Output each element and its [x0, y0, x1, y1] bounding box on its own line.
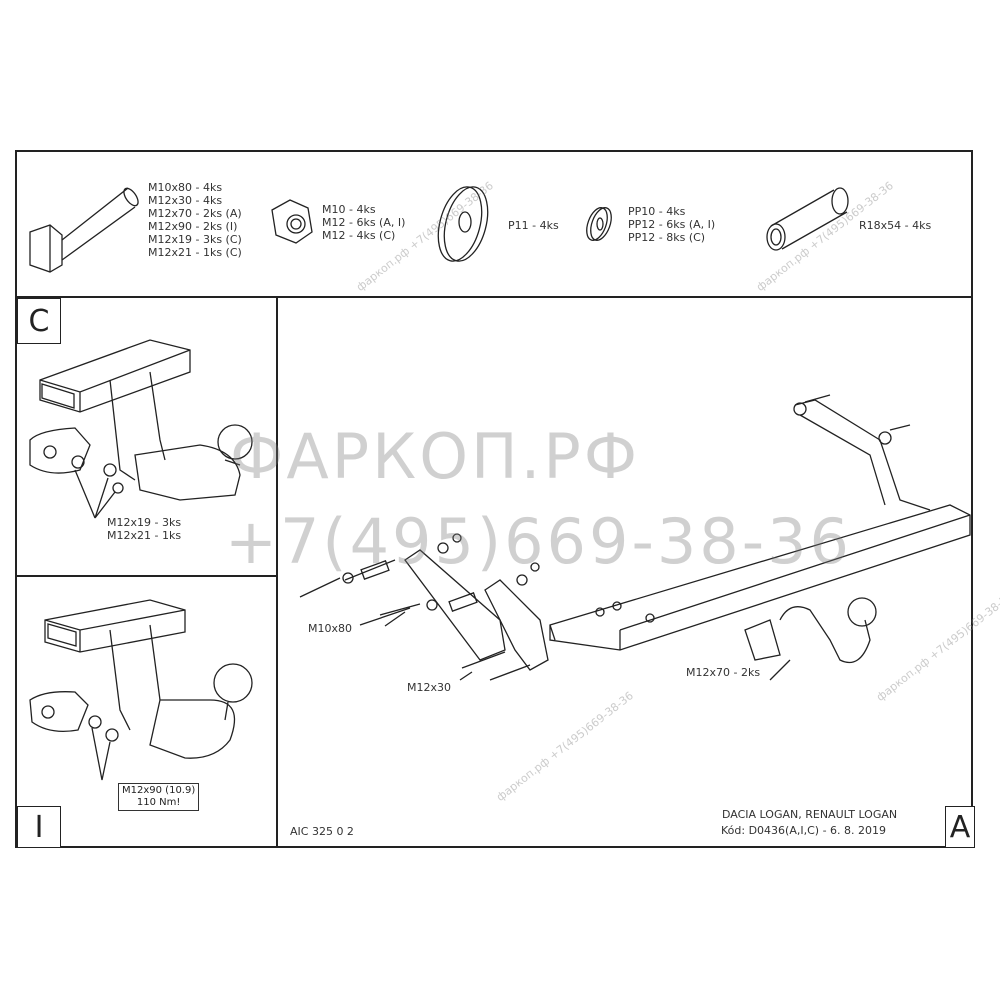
nut-item: M10 - 4ks	[322, 203, 376, 216]
nut-item: M12 - 4ks (C)	[322, 229, 396, 242]
washer-item: PP12 - 6ks (A, I)	[628, 218, 716, 231]
left-column-divider	[276, 296, 278, 848]
note-bolt: M12x90 (10.9)	[122, 785, 196, 796]
drawing-number: AIC 325 0 2	[290, 825, 354, 838]
view-c-label: C	[17, 298, 61, 344]
callout-m12x30: M12x30	[407, 681, 451, 694]
bolt-icon	[29, 187, 139, 273]
bolt-item: M10x80 - 4ks	[148, 181, 223, 194]
vehicle-name: DACIA LOGAN, RENAULT LOGAN	[722, 808, 898, 821]
bolt-item: M12x21 - 1ks (C)	[148, 246, 242, 259]
view-c-callouts: M12x19 - 3ks M12x21 - 1ks	[107, 516, 181, 542]
view-a-drawing	[299, 394, 971, 681]
spacer-icon	[766, 187, 849, 251]
callout-m12x21: M12x21 - 1ks	[107, 529, 182, 542]
spacer-label: R18x54 - 4ks	[859, 219, 932, 232]
nut-list: M10 - 4ks M12 - 6ks (A, I) M12 - 4ks (C)	[322, 203, 405, 242]
view-i-drawing	[29, 599, 253, 781]
note-torque: 110 Nm!	[136, 797, 181, 808]
watermark-phone: +7(495)669-38-36	[225, 505, 852, 578]
washer-icon	[586, 207, 612, 241]
washer-list: PP10 - 4ks PP12 - 6ks (A, I) PP12 - 8ks …	[628, 205, 715, 244]
view-c-drawing	[29, 339, 253, 519]
product-code: Kód: D0436(A,I,C) - 6. 8. 2019	[721, 824, 887, 837]
view-i-label: I	[17, 806, 61, 848]
washer-item: PP10 - 4ks	[628, 205, 686, 218]
callout-m12x19: M12x19 - 3ks	[107, 516, 182, 529]
nut-item: M12 - 6ks (A, I)	[322, 216, 406, 229]
washer-item: PP12 - 8ks (C)	[628, 231, 706, 244]
view-a-label: A	[945, 806, 975, 848]
large-washer-label: P11 - 4ks	[508, 219, 559, 232]
callout-m10x80: M10x80	[308, 622, 352, 635]
drawing-frame	[15, 150, 973, 848]
large-washer-icon	[437, 186, 489, 262]
bolt-item: M12x30 - 4ks	[148, 194, 223, 207]
bolt-item: M12x19 - 3ks (C)	[148, 233, 242, 246]
bolt-item: M12x70 - 2ks (A)	[148, 207, 242, 220]
c-i-divider	[15, 575, 277, 577]
torque-note: M12x90 (10.9) 110 Nm!	[118, 783, 200, 811]
watermark-brand: ФАРКОП.РФ	[230, 420, 641, 493]
callout-m12x70: M12x70 - 2ks	[686, 666, 761, 679]
parts-divider	[15, 296, 973, 298]
bolt-item: M12x90 - 2ks (I)	[148, 220, 238, 233]
nut-icon	[271, 199, 313, 244]
bolt-list: M10x80 - 4ks M12x30 - 4ks M12x70 - 2ks (…	[148, 181, 242, 259]
